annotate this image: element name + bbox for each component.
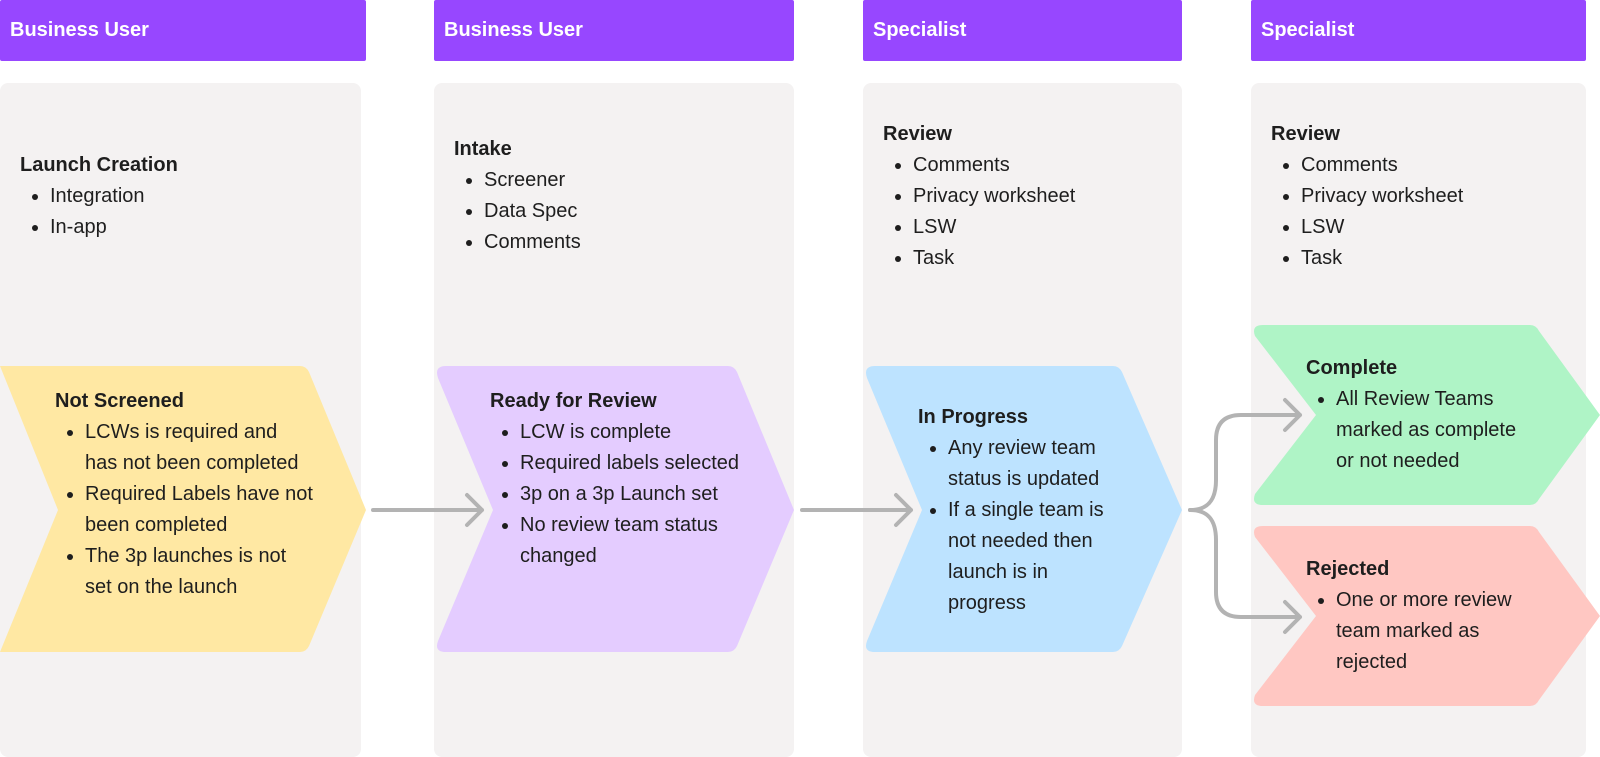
list-item: Any review team status is updated [948,433,1128,495]
list-item: Data Spec [484,196,581,227]
list-item: 3p on a 3p Launch set [520,479,750,510]
lane-header-specialist-1: Specialist [863,0,1182,61]
stage-title: Complete [1306,357,1398,379]
list-item: Comments [484,227,581,258]
chevron-ready-for-review [437,366,794,652]
stage-list: One or more review team marked as reject… [1306,585,1531,678]
list-item: All Review Teams marked as complete or n… [1336,384,1531,477]
list-item: Task [913,243,1075,274]
list-item: If a single team is not needed then laun… [948,495,1128,619]
list-item: Privacy worksheet [1301,181,1463,212]
info-list: Integration In-app [20,181,178,243]
info-review-1: Review Comments Privacy worksheet LSW Ta… [883,119,1075,274]
list-item: LSW [913,212,1075,243]
stage-title: Not Screened [55,390,184,412]
list-item: Privacy worksheet [913,181,1075,212]
stage-list: All Review Teams marked as complete or n… [1306,384,1531,477]
info-title: Review [883,123,952,145]
stage-ready-for-review: Ready for Review LCW is complete Require… [490,386,750,572]
info-intake: Intake Screener Data Spec Comments [454,134,581,258]
chevron-rejected [1254,526,1600,706]
info-launch-creation: Launch Creation Integration In-app [20,150,178,243]
list-item: LCWs is required and has not been comple… [85,417,315,479]
info-title: Launch Creation [20,154,178,176]
lane-header-business-user-1: Business User [0,0,366,61]
info-title: Review [1271,123,1340,145]
info-list: Screener Data Spec Comments [454,165,581,258]
list-item: LCW is complete [520,417,750,448]
list-item: In-app [50,212,178,243]
list-item: Required labels selected [520,448,750,479]
stage-rejected: Rejected One or more review team marked … [1306,554,1531,678]
info-title: Intake [454,138,512,160]
lane-header-specialist-2: Specialist [1251,0,1586,61]
stage-title: In Progress [918,406,1029,428]
stage-title: Rejected [1306,558,1390,580]
stage-in-progress: In Progress Any review team status is up… [918,402,1128,619]
stage-list: Any review team status is updated If a s… [918,433,1128,619]
info-list: Comments Privacy worksheet LSW Task [1271,150,1463,274]
stage-title: Ready for Review [490,390,657,412]
list-item: The 3p launches is not set on the launch [85,541,315,603]
list-item: One or more review team marked as reject… [1336,585,1531,678]
stage-list: LCW is complete Required labels selected… [490,417,750,572]
chevron-in-progress [866,366,1182,652]
info-review-2: Review Comments Privacy worksheet LSW Ta… [1271,119,1463,274]
info-list: Comments Privacy worksheet LSW Task [883,150,1075,274]
list-item: No review team status changed [520,510,750,572]
lane-header-business-user-2: Business User [434,0,794,61]
list-item: Screener [484,165,581,196]
list-item: LSW [1301,212,1463,243]
stage-complete: Complete All Review Teams marked as comp… [1306,353,1531,477]
list-item: Comments [913,150,1075,181]
chevron-complete [1254,325,1600,505]
list-item: Task [1301,243,1463,274]
stage-not-screened: Not Screened LCWs is required and has no… [55,386,315,603]
list-item: Comments [1301,150,1463,181]
chevron-not-screened [0,366,366,652]
stage-list: LCWs is required and has not been comple… [55,417,315,603]
list-item: Integration [50,181,178,212]
list-item: Required Labels have not been completed [85,479,315,541]
